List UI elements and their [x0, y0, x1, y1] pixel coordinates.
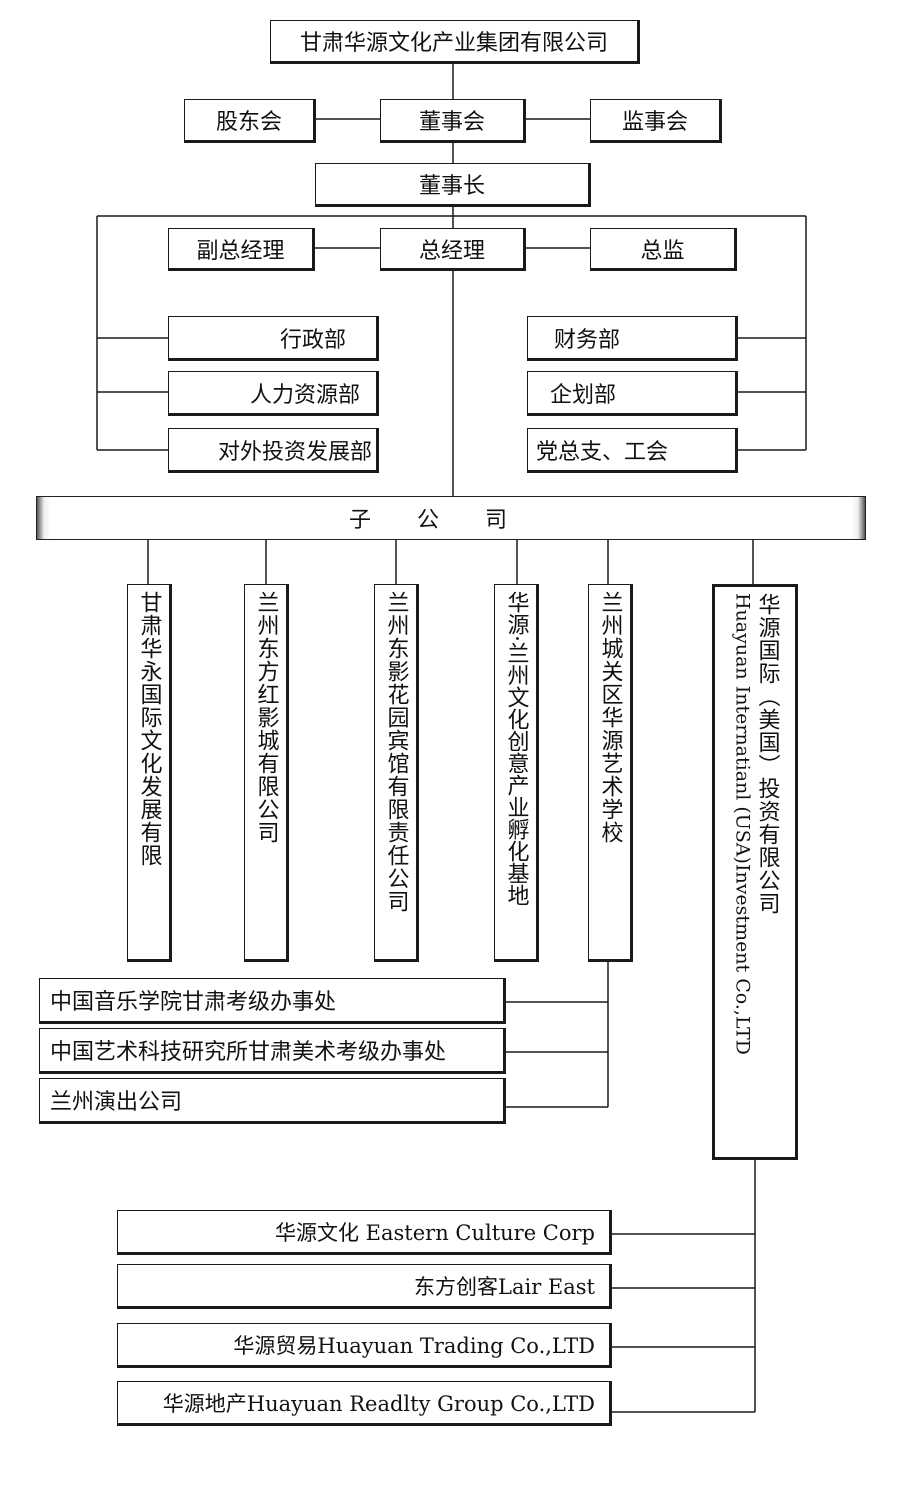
eastern-culture-box: 华源文化 Eastern Culture Corp: [117, 1210, 612, 1255]
shareholders-box: 股东会: [184, 99, 316, 143]
art-exam-office-box: 中国艺术科技研究所甘肃美术考级办事处: [39, 1028, 506, 1074]
chairman-box: 董事长: [315, 163, 591, 207]
subsidiary-label: 兰州东方红影城有限公司: [253, 591, 279, 844]
subsidiary-label: 甘肃华永国际文化发展有限: [136, 591, 162, 867]
subsidiary-label: 兰州东影花园宾馆有限责任公司: [383, 591, 409, 913]
subsidiary-hotel-box: 兰州东影花园宾馆有限责任公司: [374, 584, 419, 962]
dept-hr-box: 人力资源部: [168, 371, 379, 416]
dept-admin-box: 行政部: [168, 316, 379, 361]
subsidiary-art-school-box: 兰州城关区华源艺术学校: [588, 584, 633, 962]
international-name-cn: 华源国际（美国）投资有限公司: [754, 593, 780, 915]
board-box: 董事会: [380, 99, 526, 143]
music-exam-office-box: 中国音乐学院甘肃考级办事处: [39, 978, 506, 1024]
subsidiary-label: 华源·兰州文化创意产业孵化基地: [503, 591, 529, 906]
subsidiary-incubator-box: 华源·兰州文化创意产业孵化基地: [494, 584, 539, 962]
dept-finance-box: 财务部: [527, 316, 738, 361]
dept-planning-box: 企划部: [527, 371, 738, 416]
lanzhou-performance-box: 兰州演出公司: [39, 1078, 506, 1124]
huayuan-realty-box: 华源地产Huayuan Readlty Group Co.,LTD: [117, 1381, 612, 1426]
director-box: 总监: [590, 228, 737, 271]
dept-investment-box: 对外投资发展部: [168, 428, 379, 473]
subsidiaries-banner: 子公司: [36, 496, 866, 540]
subsidiary-label: 兰州城关区华源艺术学校: [597, 591, 623, 844]
supervisors-box: 监事会: [590, 99, 722, 143]
subsidiary-international-box: 华源国际（美国）投资有限公司 Huayuan Internatianl (USA…: [712, 584, 798, 1160]
huayuan-trading-box: 华源贸易Huayuan Trading Co.,LTD: [117, 1323, 612, 1368]
subsidiary-dongfanghong-box: 兰州东方红影城有限公司: [244, 584, 289, 962]
gm-box: 总经理: [380, 228, 526, 271]
vice-gm-box: 副总经理: [168, 228, 315, 271]
dept-party-union-box: 党总支、工会: [527, 428, 738, 473]
group-company-box: 甘肃华源文化产业集团有限公司: [270, 20, 640, 64]
international-name-en: Huayuan Internatianl (USA)Investment Co.…: [731, 593, 754, 1055]
subsidiary-huayong-box: 甘肃华永国际文化发展有限: [127, 584, 172, 962]
lair-east-box: 东方创客Lair East: [117, 1264, 612, 1309]
